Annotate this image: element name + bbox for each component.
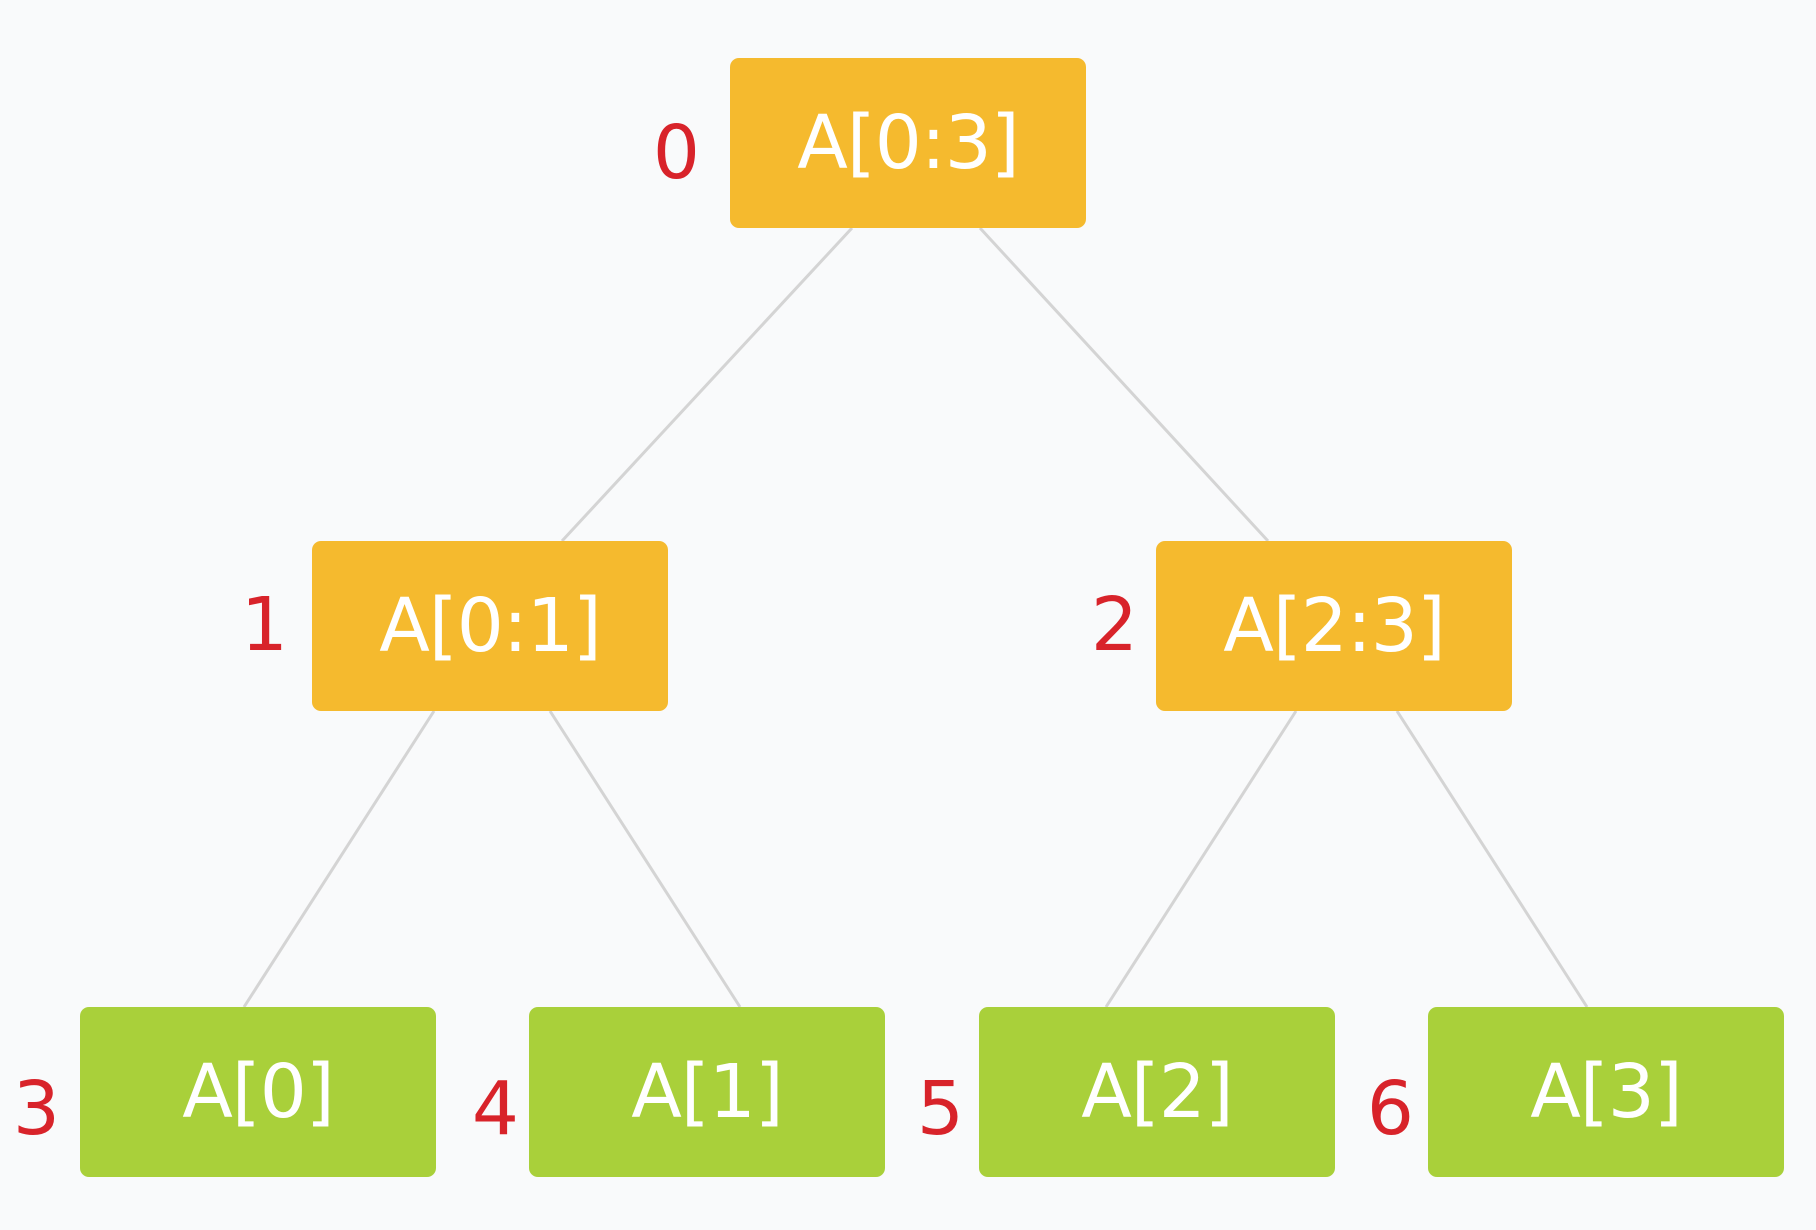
node-index-5: 5 bbox=[916, 1066, 964, 1152]
node-index-1: 1 bbox=[240, 582, 288, 668]
node-label: A[0:3] bbox=[797, 100, 1019, 186]
node-label: A[3] bbox=[1530, 1049, 1682, 1135]
tree-node-4[interactable]: A[1] bbox=[529, 1007, 885, 1177]
node-label: A[1] bbox=[631, 1049, 783, 1135]
tree-node-2[interactable]: A[2:3] bbox=[1156, 541, 1512, 711]
edge-1-4 bbox=[548, 710, 742, 1008]
node-index-3: 3 bbox=[12, 1066, 60, 1152]
node-index-0: 0 bbox=[652, 110, 700, 196]
edge-2-5 bbox=[1104, 710, 1298, 1008]
tree-node-0[interactable]: A[0:3] bbox=[730, 58, 1086, 228]
tree-node-1[interactable]: A[0:1] bbox=[312, 541, 668, 711]
edge-0-1 bbox=[560, 226, 854, 543]
node-label: A[2:3] bbox=[1223, 583, 1445, 669]
node-label: A[0] bbox=[182, 1049, 334, 1135]
tree-node-6[interactable]: A[3] bbox=[1428, 1007, 1784, 1177]
tree-node-5[interactable]: A[2] bbox=[979, 1007, 1335, 1177]
node-label: A[2] bbox=[1081, 1049, 1233, 1135]
node-index-4: 4 bbox=[471, 1066, 519, 1152]
node-index-2: 2 bbox=[1090, 582, 1138, 668]
edge-1-3 bbox=[242, 710, 436, 1008]
tree-node-3[interactable]: A[0] bbox=[80, 1007, 436, 1177]
node-label: A[0:1] bbox=[379, 583, 601, 669]
edge-2-6 bbox=[1395, 710, 1589, 1008]
node-index-6: 6 bbox=[1366, 1066, 1414, 1152]
edge-0-2 bbox=[978, 226, 1270, 543]
